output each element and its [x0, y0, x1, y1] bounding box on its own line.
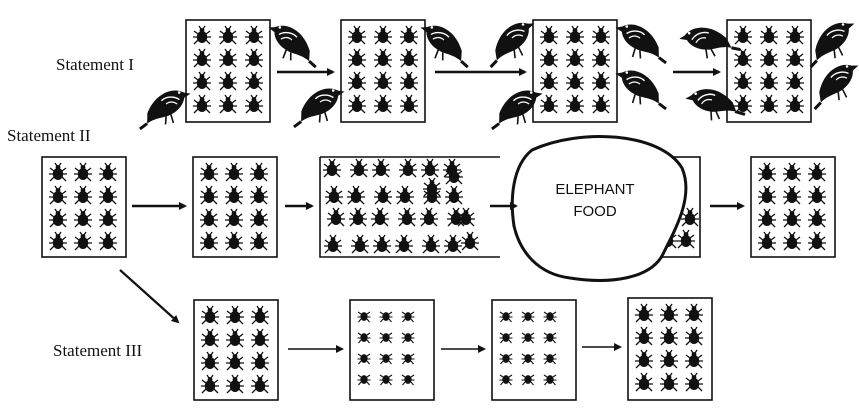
beetle-icon: [400, 332, 416, 344]
beetle-icon: [350, 234, 370, 254]
beetle-icon: [324, 185, 344, 205]
beetle-icon: [498, 353, 514, 365]
beetle-icon: [542, 332, 558, 344]
beetle-icon: [378, 311, 394, 323]
beetle-icon: [400, 311, 416, 323]
beetle-icon: [422, 177, 442, 197]
beetle-icon: [356, 353, 372, 365]
beetle-icon: [326, 207, 346, 227]
beetle-icon: [444, 185, 464, 205]
beetle-icon: [397, 207, 417, 227]
beetle-icon: [378, 353, 394, 365]
beetle-icon: [419, 207, 439, 227]
beetle-icon: [323, 234, 343, 254]
beetle-icon: [349, 158, 369, 178]
beetle-icon: [400, 353, 416, 365]
beetle-icon: [421, 234, 441, 254]
beetle-icon: [371, 158, 391, 178]
statement-3-label: Statement III: [53, 341, 143, 360]
elephant-food-blob: [510, 135, 688, 282]
bird-icon: [609, 66, 674, 111]
beetle-icon: [542, 311, 558, 323]
beetle-icon: [356, 311, 372, 323]
bird-icon: [260, 20, 326, 69]
bird-icon: [286, 84, 351, 129]
stmt2-box-3: [319, 156, 500, 258]
beetle-icon: [520, 332, 536, 344]
beetle-icon: [356, 374, 372, 386]
beetle-icon: [542, 353, 558, 365]
bird-icon: [609, 20, 674, 65]
beetle-icon: [443, 234, 463, 254]
beetle-icon: [348, 207, 368, 227]
beetle-icon: [394, 234, 414, 254]
beetle-icon: [373, 185, 393, 205]
statement-2-label: Statement II: [7, 126, 91, 145]
beetle-icon: [520, 374, 536, 386]
beetle-icon: [395, 185, 415, 205]
elephant-food-text: ELEPHANT FOOD: [530, 179, 660, 223]
beetle-icon: [520, 353, 536, 365]
beetle-icon: [400, 374, 416, 386]
beetle-icon: [498, 332, 514, 344]
beetle-icon: [378, 374, 394, 386]
beetle-icon: [372, 234, 392, 254]
beetle-icon: [398, 158, 418, 178]
arrow-icon: [119, 269, 180, 324]
beetle-icon: [520, 311, 536, 323]
beetle-icon: [498, 311, 514, 323]
beetle-icon: [498, 374, 514, 386]
beetle-icon: [346, 185, 366, 205]
beetle-icon: [322, 158, 342, 178]
beetle-icon: [542, 374, 558, 386]
beetle-icon: [356, 332, 372, 344]
elephant-food-line2: FOOD: [573, 203, 617, 220]
elephant-food-line1: ELEPHANT: [555, 181, 635, 198]
beetle-icon: [370, 207, 390, 227]
beetle-icon: [378, 332, 394, 344]
beetle-icon: [460, 231, 480, 251]
statement-1-label: Statement I: [56, 55, 134, 74]
beetle-icon: [420, 158, 440, 178]
